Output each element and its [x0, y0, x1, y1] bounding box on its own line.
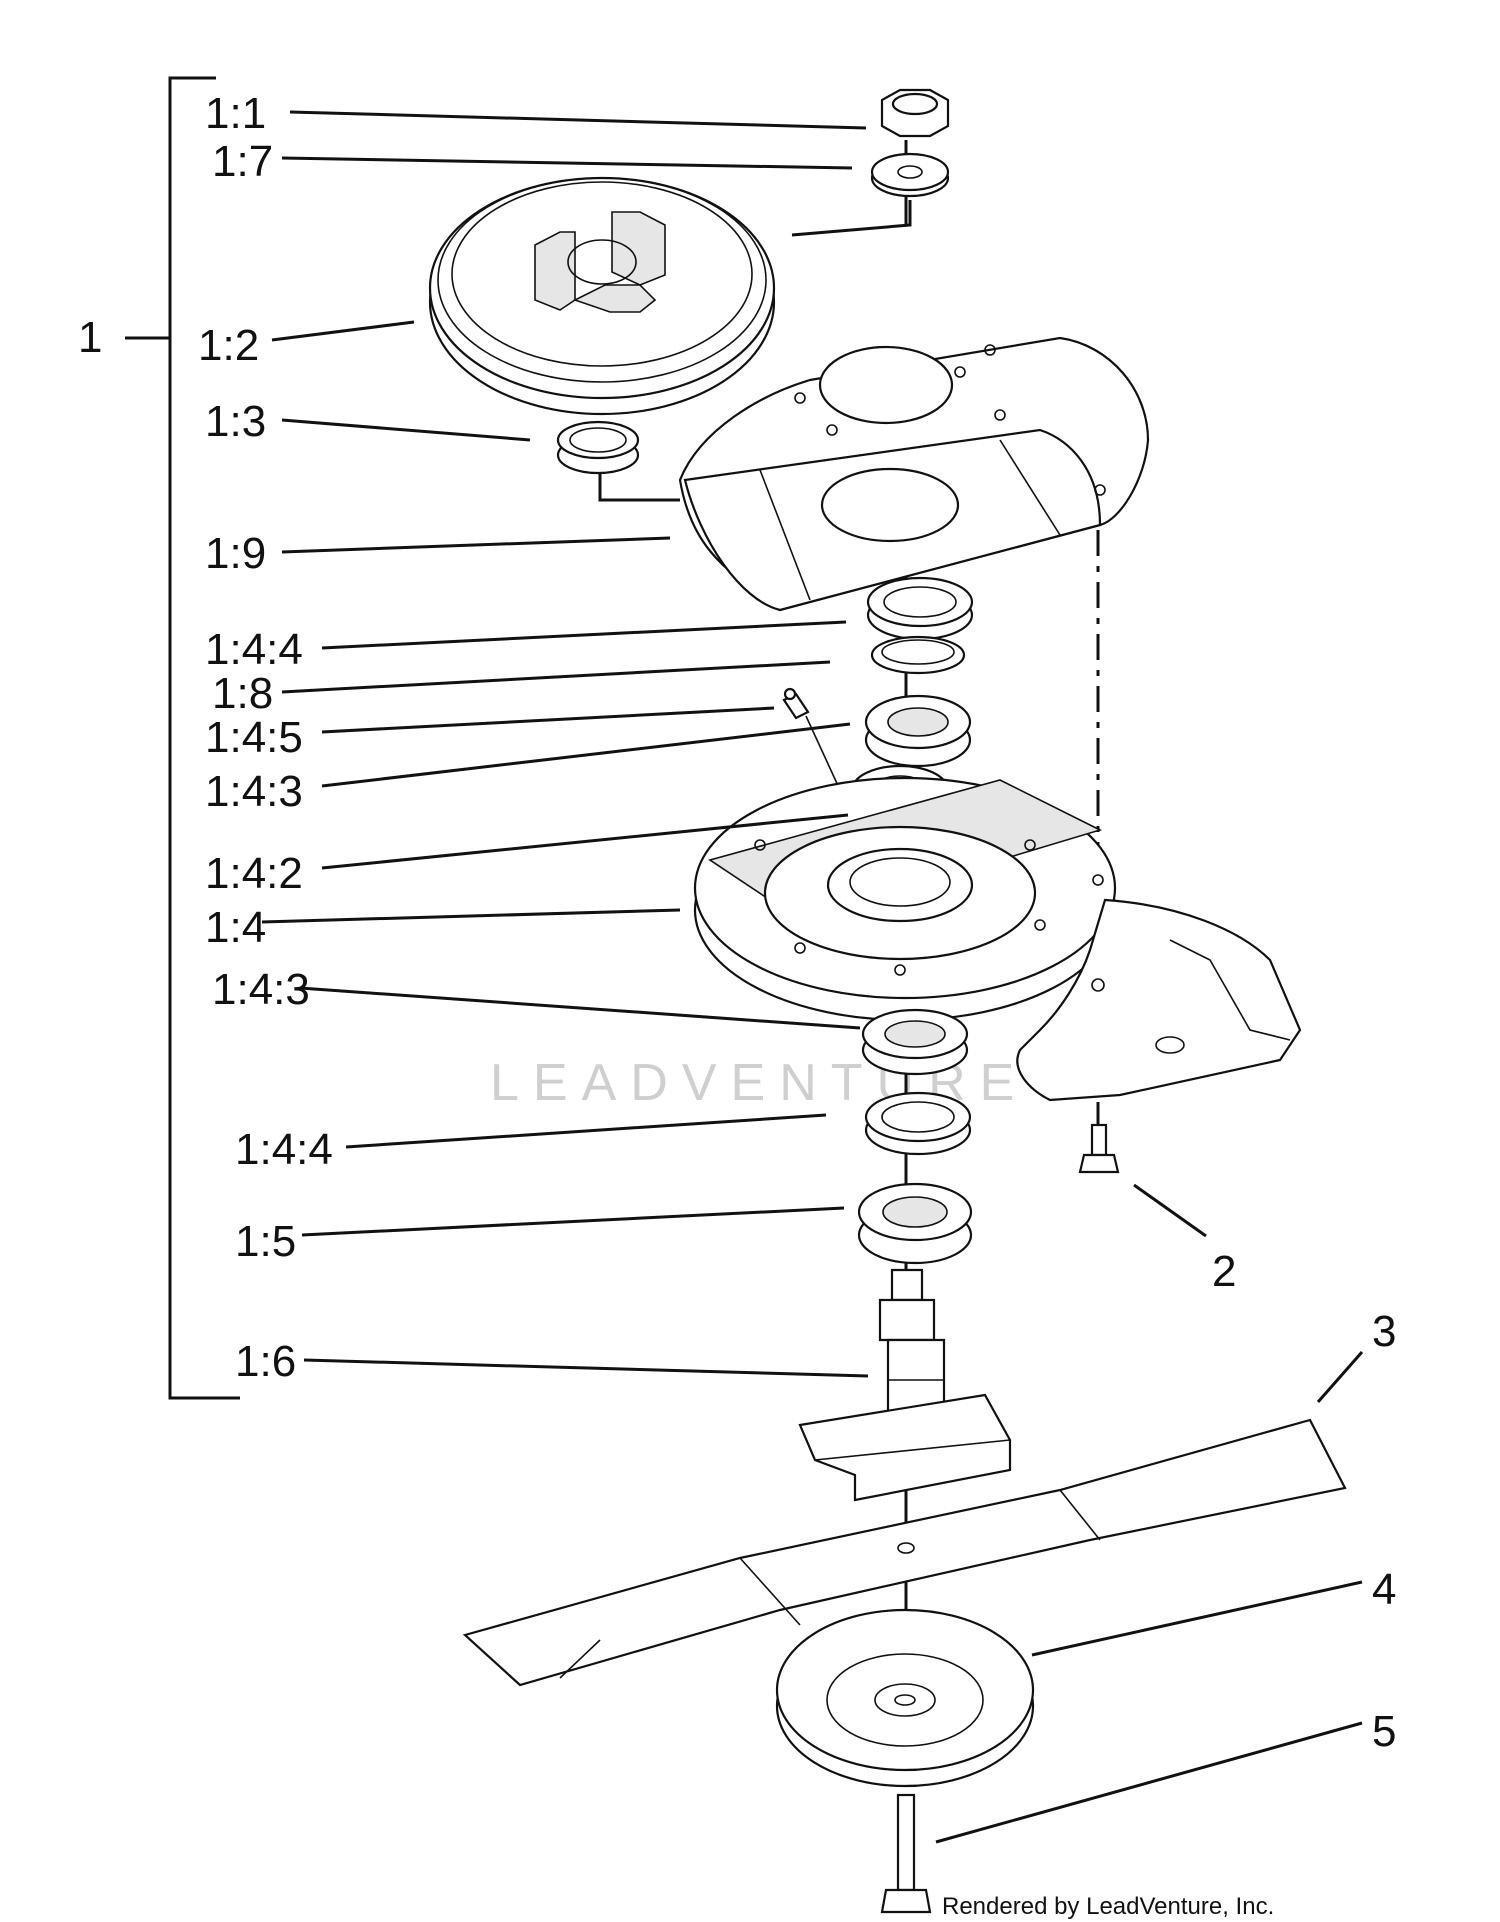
deflector-plate-part	[1016, 898, 1302, 1102]
bearing-cup-part	[857, 1182, 973, 1265]
callout-1-4-4-bottom: 1:4:4	[235, 1125, 333, 1174]
callout-1: 1	[78, 313, 102, 362]
callout-1-6: 1:6	[235, 1337, 296, 1386]
credit-text: Rendered by LeadVenture, Inc.	[942, 1893, 1274, 1920]
callout-1-2: 1:2	[198, 321, 259, 370]
washer-part	[870, 152, 950, 198]
callout-5: 5	[1372, 1707, 1396, 1756]
hex-nut-part	[880, 88, 950, 138]
blade-bolt-part	[880, 1793, 932, 1914]
housing-bracket-part	[678, 336, 1150, 612]
assembly-bracket	[125, 76, 240, 1400]
blade-part	[462, 1418, 1347, 1687]
bearing-bottom-part	[861, 1008, 969, 1076]
callout-1-7: 1:7	[212, 137, 273, 186]
callout-labels: 1 1:1 1:7 1:2 1:3 1:9 1:4:4 1:8 1:4:5 1:…	[78, 89, 1396, 1756]
callout-1-9: 1:9	[205, 529, 266, 578]
bolt-2-part	[1078, 1123, 1120, 1174]
callout-1-3: 1:3	[205, 397, 266, 446]
callout-1-4-2: 1:4:2	[205, 849, 303, 898]
callout-1-4: 1:4	[205, 903, 266, 952]
callout-1-4-3-bottom: 1:4:3	[212, 965, 310, 1014]
ring-part	[870, 635, 966, 675]
callout-2: 2	[1212, 1247, 1236, 1296]
spindle-plate-part	[693, 776, 1117, 1022]
pulley-part	[428, 176, 776, 416]
callout-1-1: 1:1	[205, 89, 266, 138]
shaft-plate-part	[798, 1393, 1012, 1502]
leader-lines	[261, 110, 1364, 1844]
spacer-part	[556, 420, 640, 475]
callout-1-5: 1:5	[235, 1217, 296, 1266]
seal-top-part	[866, 576, 974, 641]
callout-1-8: 1:8	[212, 669, 273, 718]
callout-1-4-4-top: 1:4:4	[205, 625, 303, 674]
callout-4: 4	[1372, 1565, 1396, 1614]
bearing-top-part	[864, 694, 972, 768]
callout-1-4-3-top: 1:4:3	[205, 767, 303, 816]
grease-fitting-part	[782, 687, 841, 791]
callout-3: 3	[1372, 1307, 1396, 1356]
cup-washer-part	[775, 1608, 1035, 1788]
callout-1-4-5: 1:4:5	[205, 713, 303, 762]
seal-bottom-part	[864, 1091, 972, 1156]
